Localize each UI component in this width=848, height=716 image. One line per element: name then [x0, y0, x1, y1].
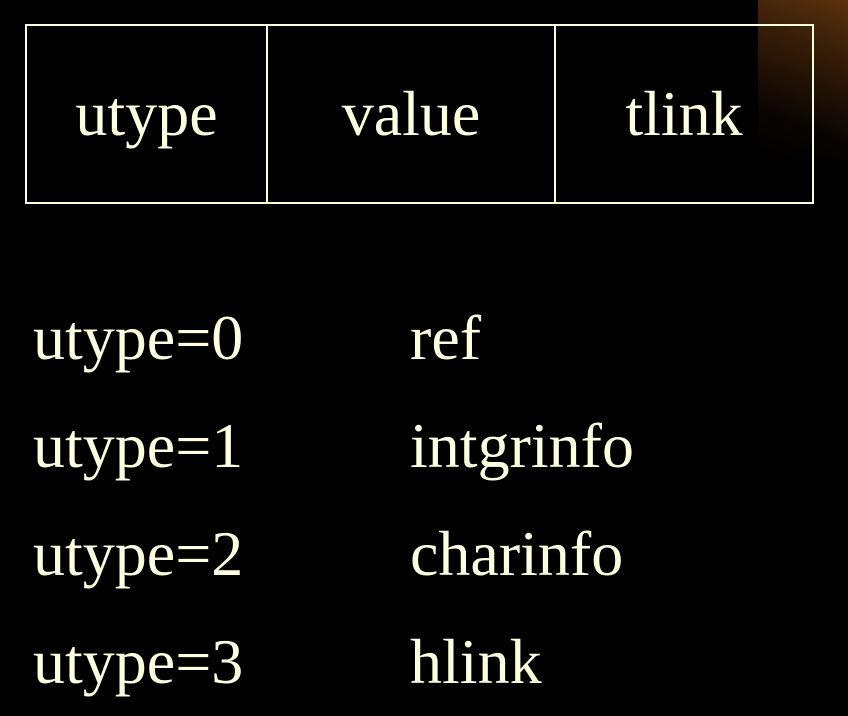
utype-legend: utype=0 ref utype=1 intgrinfo utype=2 ch… [33, 284, 793, 716]
field-utype: utype [27, 26, 268, 202]
legend-row: utype=3 hlink [33, 608, 793, 716]
legend-row: utype=1 intgrinfo [33, 392, 793, 500]
legend-row: utype=2 charinfo [33, 500, 793, 608]
legend-value: ref [410, 302, 482, 373]
node-structure-box: utype value tlink [25, 24, 814, 204]
corner-decoration [758, 0, 848, 160]
legend-key: utype=1 [33, 410, 244, 481]
field-tlink: tlink [625, 78, 743, 149]
legend-key: utype=3 [33, 626, 244, 697]
legend-key: utype=2 [33, 518, 244, 589]
legend-value: charinfo [410, 518, 624, 589]
legend-key: utype=0 [33, 302, 244, 373]
field-value: value [268, 26, 556, 202]
legend-value: hlink [410, 626, 542, 697]
legend-row: utype=0 ref [33, 284, 793, 392]
legend-value: intgrinfo [410, 410, 634, 481]
